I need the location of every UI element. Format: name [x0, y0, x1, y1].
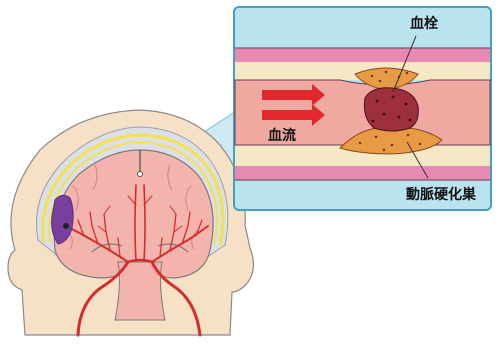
thrombus-label: 血栓 [410, 15, 438, 32]
blood-flow-label: 血流 [268, 127, 296, 144]
vessel-top-wall [235, 48, 490, 62]
artery-closeup-inset: 血栓 血流 動脈硬化巣 [234, 7, 491, 210]
thrombus [364, 88, 418, 131]
occlusion-point [63, 223, 69, 229]
vessel-bottom-wall [235, 166, 490, 180]
head-cross-section [8, 110, 254, 335]
atheroma-label: 動脈硬化巣 [406, 186, 477, 203]
